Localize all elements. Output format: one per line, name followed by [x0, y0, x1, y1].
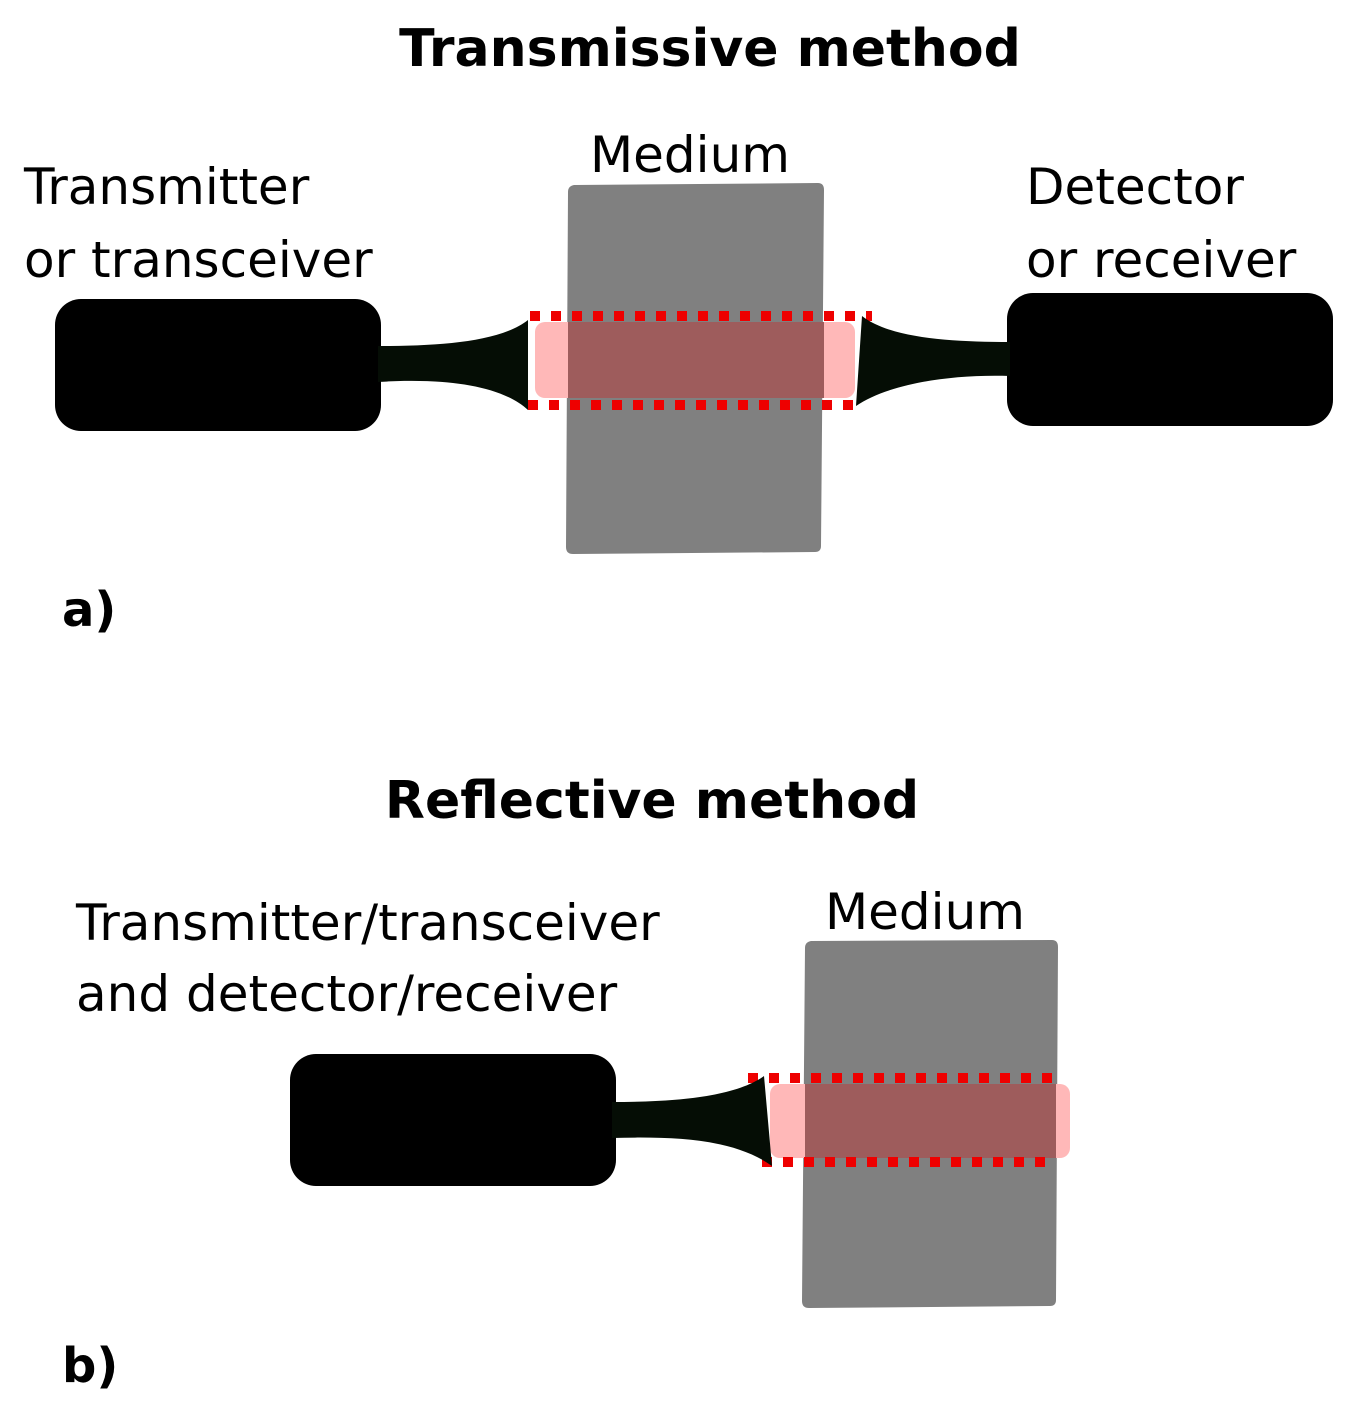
device-label-line1: Transmitter/transceiver — [75, 894, 660, 952]
panel-a: Transmissive method Medium Transmitter o… — [23, 19, 1333, 638]
signal-beam-in-medium — [805, 1084, 1056, 1158]
medium-label: Medium — [590, 126, 790, 184]
transmitter-label-line1: Transmitter — [23, 158, 310, 216]
transmitter-probe — [378, 320, 528, 410]
transceiver-device — [290, 1054, 616, 1186]
detector-probe — [856, 316, 1010, 406]
transceiver-probe — [612, 1076, 772, 1166]
transmitter-device — [55, 299, 381, 431]
panel-a-label: a) — [62, 582, 116, 638]
panel-b-title: Reflective method — [385, 771, 919, 831]
detector-label-line1: Detector — [1026, 158, 1244, 216]
signal-beam-in-medium — [568, 322, 824, 398]
detector-device — [1007, 293, 1333, 426]
panel-b: Reflective method Medium Transmitter/tra… — [62, 771, 1070, 1394]
panel-a-title: Transmissive method — [399, 19, 1021, 79]
panel-b-label: b) — [62, 1338, 118, 1394]
device-label-line2: and detector/receiver — [76, 965, 618, 1023]
medium-label: Medium — [825, 883, 1025, 941]
detector-label-line2: or receiver — [1026, 231, 1297, 289]
transmitter-label-line2: or transceiver — [24, 231, 373, 289]
